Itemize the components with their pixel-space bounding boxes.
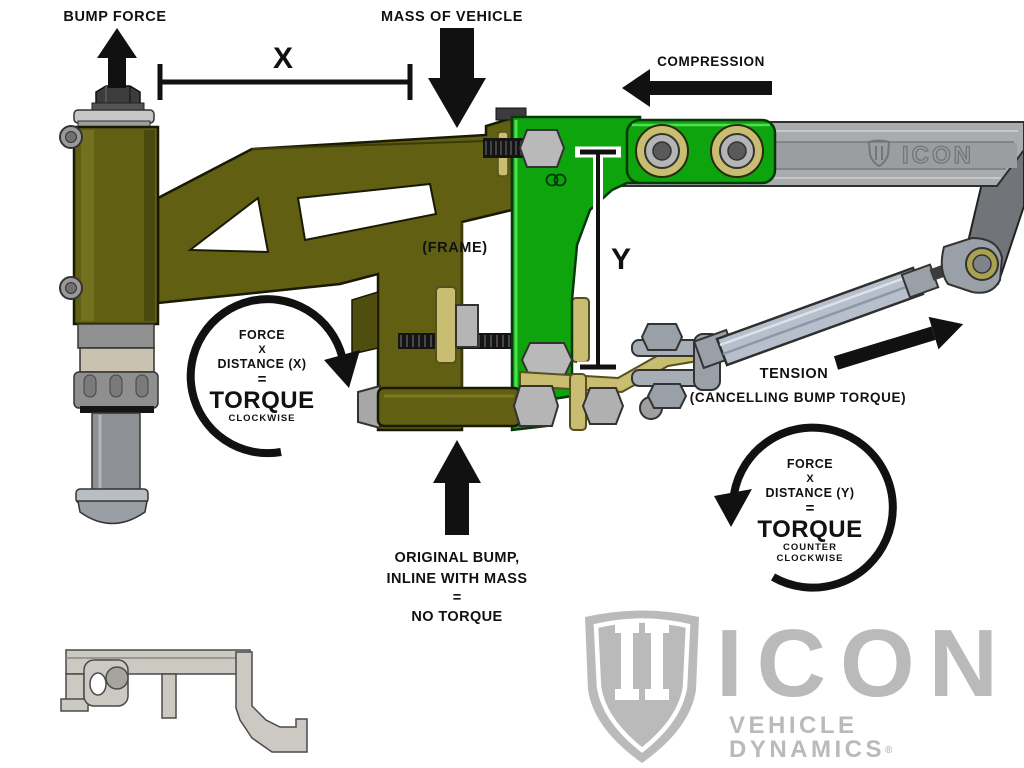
torque-ccw-times: X [806, 473, 814, 485]
brand-wordmark: ICON [716, 610, 1012, 717]
torque-ccw-distance: DISTANCE (Y) [765, 486, 855, 500]
torque-ccw-direction2: CLOCKWISE [776, 553, 844, 564]
tension-note-label: (CANCELLING BUMP TORQUE) [689, 390, 907, 405]
torque-cw-times: X [258, 344, 266, 356]
dimension-y-label: Y [610, 243, 631, 276]
no-torque-note: ORIGINAL BUMP, INLINE WITH MASS = NO TOR… [347, 548, 567, 628]
torque-counter-clockwise-arc [714, 423, 897, 592]
tension-label: TENSION [759, 366, 829, 382]
torque-clockwise-arc [186, 295, 360, 458]
bump-stop [59, 85, 160, 525]
torque-cw-distance: DISTANCE (X) [217, 357, 307, 371]
mass-of-vehicle-arrow [428, 28, 486, 128]
torque-ccw-equals: = [805, 500, 815, 517]
brass-washer [435, 286, 457, 364]
torque-cw-direction: CLOCKWISE [228, 413, 296, 424]
arm-cutout [187, 196, 270, 254]
o-ring [80, 406, 154, 413]
brass-washer [571, 297, 590, 363]
turnbuckle-assembly [631, 236, 1004, 409]
torque-ccw-direction1: COUNTER [783, 542, 837, 553]
bump-force-arrow [97, 28, 137, 88]
arm-mount-bolt [483, 129, 566, 177]
bump-stop-arm [156, 107, 527, 432]
torque-cw-force: FORCE [238, 328, 286, 342]
dimension-y [575, 146, 621, 373]
tension-arrow [833, 316, 964, 370]
mass-of-vehicle-label: MASS OF VEHICLE [381, 9, 523, 25]
no-torque-line1: ORIGINAL BUMP, [394, 550, 520, 566]
clamp-bolt [710, 124, 764, 178]
no-torque-line4: NO TORQUE [411, 609, 503, 625]
pivot-bushing [357, 373, 663, 431]
frame-label: (FRAME) [422, 240, 488, 256]
torque-counter-clockwise-text: FORCE X DISTANCE (Y) = TORQUE COUNTER CL… [732, 457, 888, 564]
no-torque-line2: INLINE WITH MASS [386, 571, 528, 587]
arm-cutout [296, 182, 438, 242]
dimension-x [157, 64, 413, 100]
torque-ccw-force: FORCE [786, 457, 834, 471]
torque-cw-result: TORQUE [209, 387, 315, 414]
bump-stop-spacer [79, 347, 155, 373]
compression-arrow [622, 69, 772, 107]
spare-bracket-part [60, 649, 308, 753]
registered-mark: ® [885, 745, 893, 756]
torque-ccw-result: TORQUE [757, 516, 863, 543]
compression-label: COMPRESSION [657, 54, 765, 69]
clevis-nut [646, 383, 688, 409]
brand-tagline-text: VEHICLE DYNAMICS [729, 712, 886, 763]
brand-tagline: VEHICLE DYNAMICS® [729, 714, 1024, 762]
turnbuckle-body [715, 266, 925, 367]
torque-clockwise-text: FORCE X DISTANCE (X) = TORQUE CLOCKWISE [184, 328, 340, 424]
rod-end-bolt [972, 254, 992, 274]
clevis-bolt-head [640, 323, 684, 351]
hex-nut [455, 304, 479, 348]
spring-engraving-text: ICON [902, 142, 974, 169]
bump-pad [77, 500, 148, 525]
dimension-x-label: X [272, 42, 293, 75]
torque-cw-equals: = [257, 371, 267, 388]
original-bump-arrow [433, 440, 481, 535]
clamp-bolt [635, 124, 689, 178]
no-torque-line3: = [452, 590, 462, 606]
spring-brand-engraving: ICON [867, 139, 974, 170]
spring-shield-icon [867, 139, 891, 168]
brand-shield-icon [585, 610, 699, 763]
bump-force-label: BUMP FORCE [63, 9, 167, 25]
